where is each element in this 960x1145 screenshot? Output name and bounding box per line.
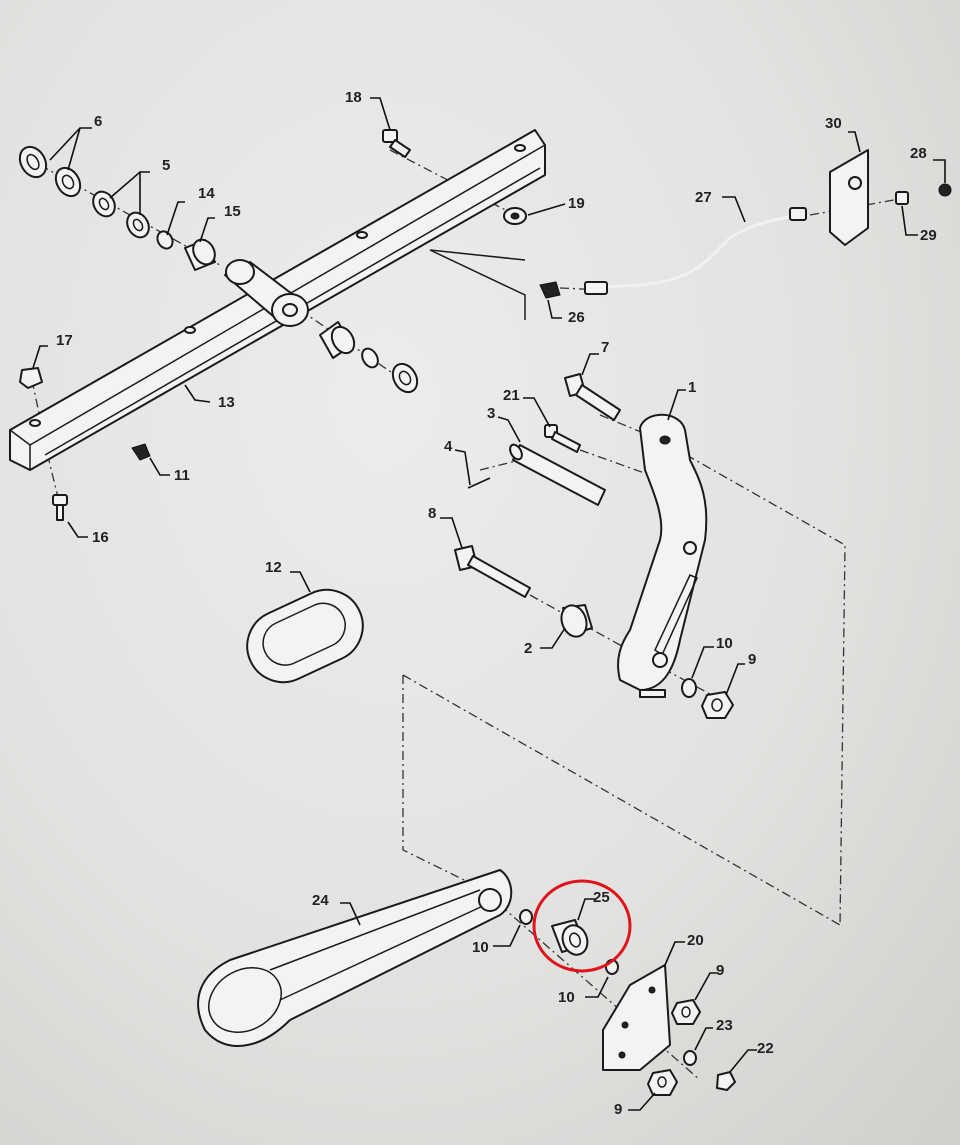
lever-1 [617, 413, 708, 698]
grommet-12 [246, 588, 364, 684]
callout-4: 4 [444, 438, 453, 455]
bushing-25 [551, 919, 589, 956]
callout-6: 6 [94, 113, 102, 130]
callout-10-lower-a: 10 [472, 939, 489, 956]
callout-9-bottom: 9 [614, 1101, 622, 1118]
clip-11 [131, 443, 151, 461]
callout-16: 16 [92, 529, 109, 546]
callout-25: 25 [593, 889, 610, 906]
callout-24: 24 [312, 892, 329, 909]
callout-12: 12 [265, 559, 282, 576]
shaft [224, 259, 309, 327]
ring-14 [156, 230, 174, 250]
bolt-16 [52, 494, 68, 521]
callout-20: 20 [687, 932, 704, 949]
cable-27 [584, 207, 807, 295]
callout-18: 18 [345, 89, 362, 106]
washer-10-upper [681, 678, 697, 698]
callout-22: 22 [757, 1040, 774, 1057]
washer-23 [683, 1050, 697, 1066]
bushing-15 [184, 238, 216, 271]
washer-10-lower-a [519, 909, 533, 925]
callout-21: 21 [503, 387, 520, 404]
pin-3 [509, 443, 606, 506]
washers-5 [92, 190, 150, 239]
leader-lines [32, 97, 946, 1111]
nut-9-bottom [647, 1069, 678, 1096]
callout-23: 23 [716, 1017, 733, 1034]
callout-7: 7 [601, 339, 609, 356]
highlight-circle [532, 879, 632, 973]
alignment-lines [31, 149, 906, 1081]
callout-11: 11 [174, 467, 190, 484]
bushing-2 [560, 604, 593, 638]
callout-3: 3 [487, 405, 495, 422]
nut-29 [895, 191, 909, 205]
callout-5: 5 [162, 157, 170, 174]
fitting-26 [539, 281, 561, 299]
callout-labels: 6 5 14 15 18 19 17 13 11 16 26 27 30 28 … [56, 89, 937, 1118]
bolt-8 [454, 545, 531, 598]
callout-28: 28 [910, 145, 927, 162]
nut-9-mid [671, 999, 701, 1025]
callout-8: 8 [428, 505, 436, 522]
callout-10-upper: 10 [716, 635, 733, 652]
nut-17 [19, 367, 43, 389]
pin-28 [938, 183, 952, 197]
callout-9-upper: 9 [748, 651, 756, 668]
nut-9-upper [701, 691, 734, 719]
callout-14: 14 [198, 185, 215, 202]
callout-30: 30 [825, 115, 842, 132]
callout-2: 2 [524, 640, 532, 657]
bushing-right [319, 321, 419, 394]
callout-17: 17 [56, 332, 73, 349]
bolt-21 [544, 424, 581, 453]
callout-29: 29 [920, 227, 937, 244]
bolt-7 [564, 373, 621, 421]
link-arm-24 [197, 869, 513, 1047]
bracket-line-2 [429, 249, 526, 261]
callout-26: 26 [568, 309, 585, 326]
callout-13: 13 [218, 394, 235, 411]
callout-1: 1 [688, 379, 696, 396]
nut-19 [503, 207, 527, 225]
plate-20 [602, 964, 671, 1071]
callout-27: 27 [695, 189, 712, 206]
washers-6 [18, 145, 82, 198]
nut-22 [716, 1071, 736, 1091]
callout-9-mid: 9 [716, 962, 724, 979]
callout-10-lower-b: 10 [558, 989, 575, 1006]
callout-19: 19 [568, 195, 585, 212]
bracket-30 [829, 149, 869, 246]
callout-15: 15 [224, 203, 241, 220]
cotter-pin-4 [467, 477, 491, 489]
bracket-line [429, 249, 526, 320]
